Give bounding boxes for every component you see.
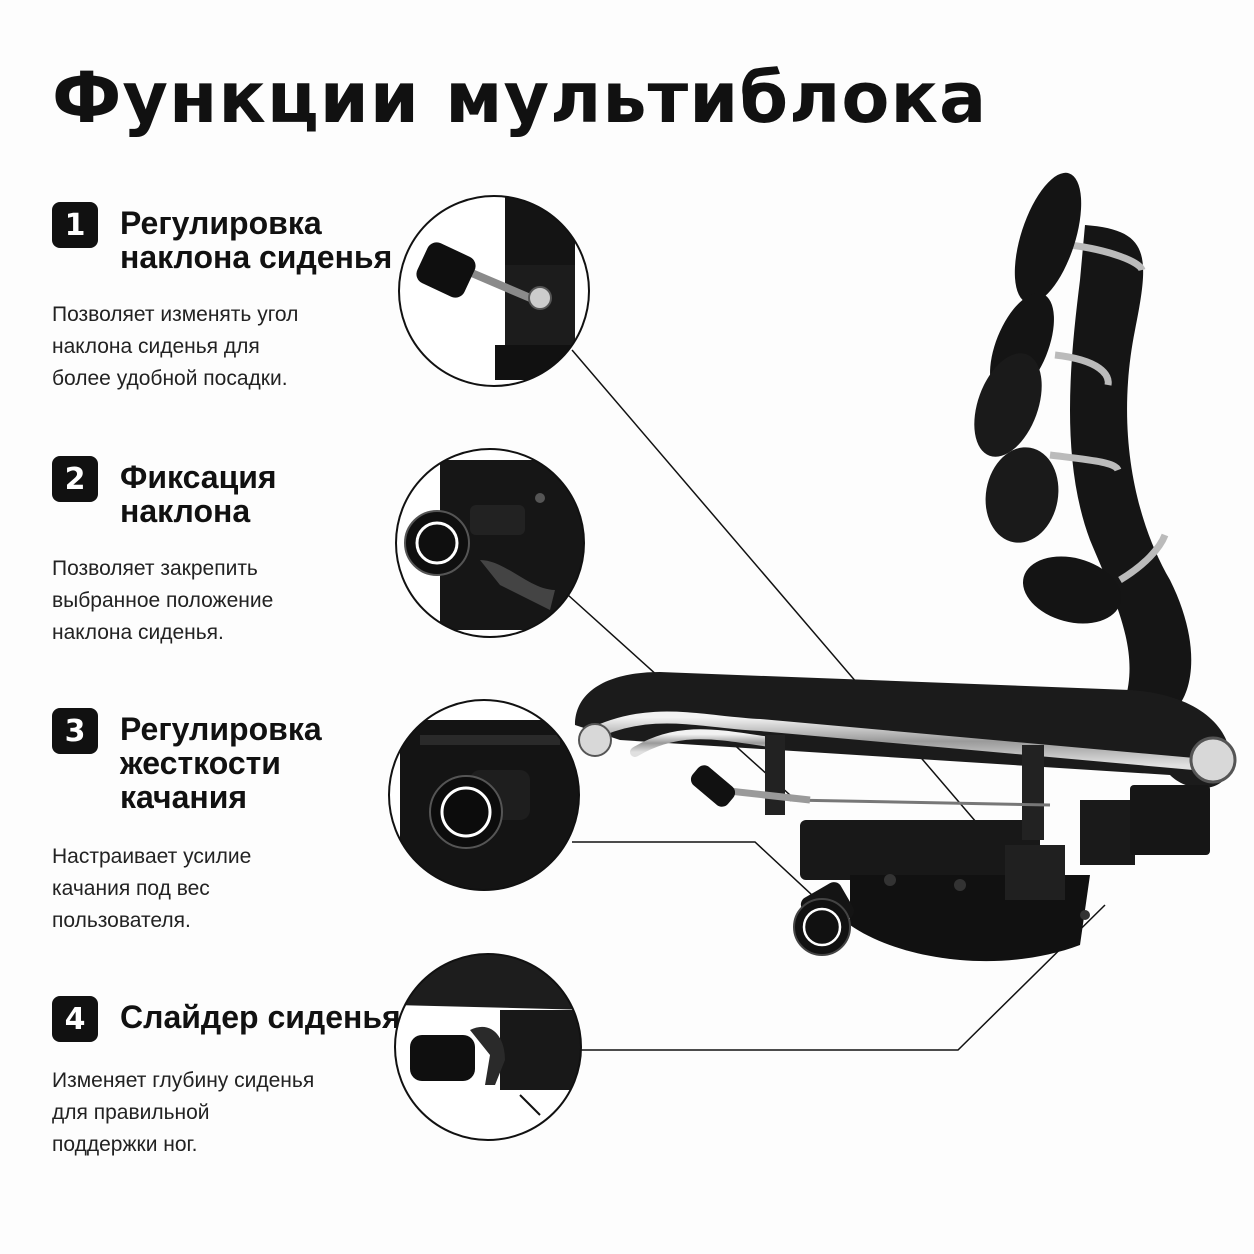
feature-heading: Регулировка жесткости качания [120, 711, 322, 815]
feature-heading: Регулировка наклона сиденья [120, 205, 393, 275]
lock-knob-closeup [395, 448, 585, 638]
tension-knob-closeup [388, 699, 580, 891]
slider-lever-closeup [394, 953, 582, 1141]
feature-description: Позволяет закрепить выбранное положение … [52, 557, 274, 644]
chair-mechanism-illustration [575, 172, 1237, 962]
feature-number-badge: 2 [52, 456, 98, 502]
feature-number-badge: 3 [52, 708, 98, 754]
feature-number-badge: 1 [52, 202, 98, 248]
page-title: Функции мультиблока [52, 57, 988, 139]
feature-heading: Слайдер сиденья [120, 999, 401, 1035]
feature-number-badge: 4 [52, 996, 98, 1042]
feature-description: Изменяет глубину сиденья для правильной … [52, 1069, 315, 1156]
feature-description: Позволяет изменять угол наклона сиденья … [52, 303, 299, 390]
leader-lines [567, 349, 1106, 1051]
feature-heading: Фиксация наклона [120, 459, 277, 529]
feature-description: Настраивает усилие качания под вес польз… [52, 845, 252, 932]
tilt-lever-closeup [398, 195, 590, 387]
